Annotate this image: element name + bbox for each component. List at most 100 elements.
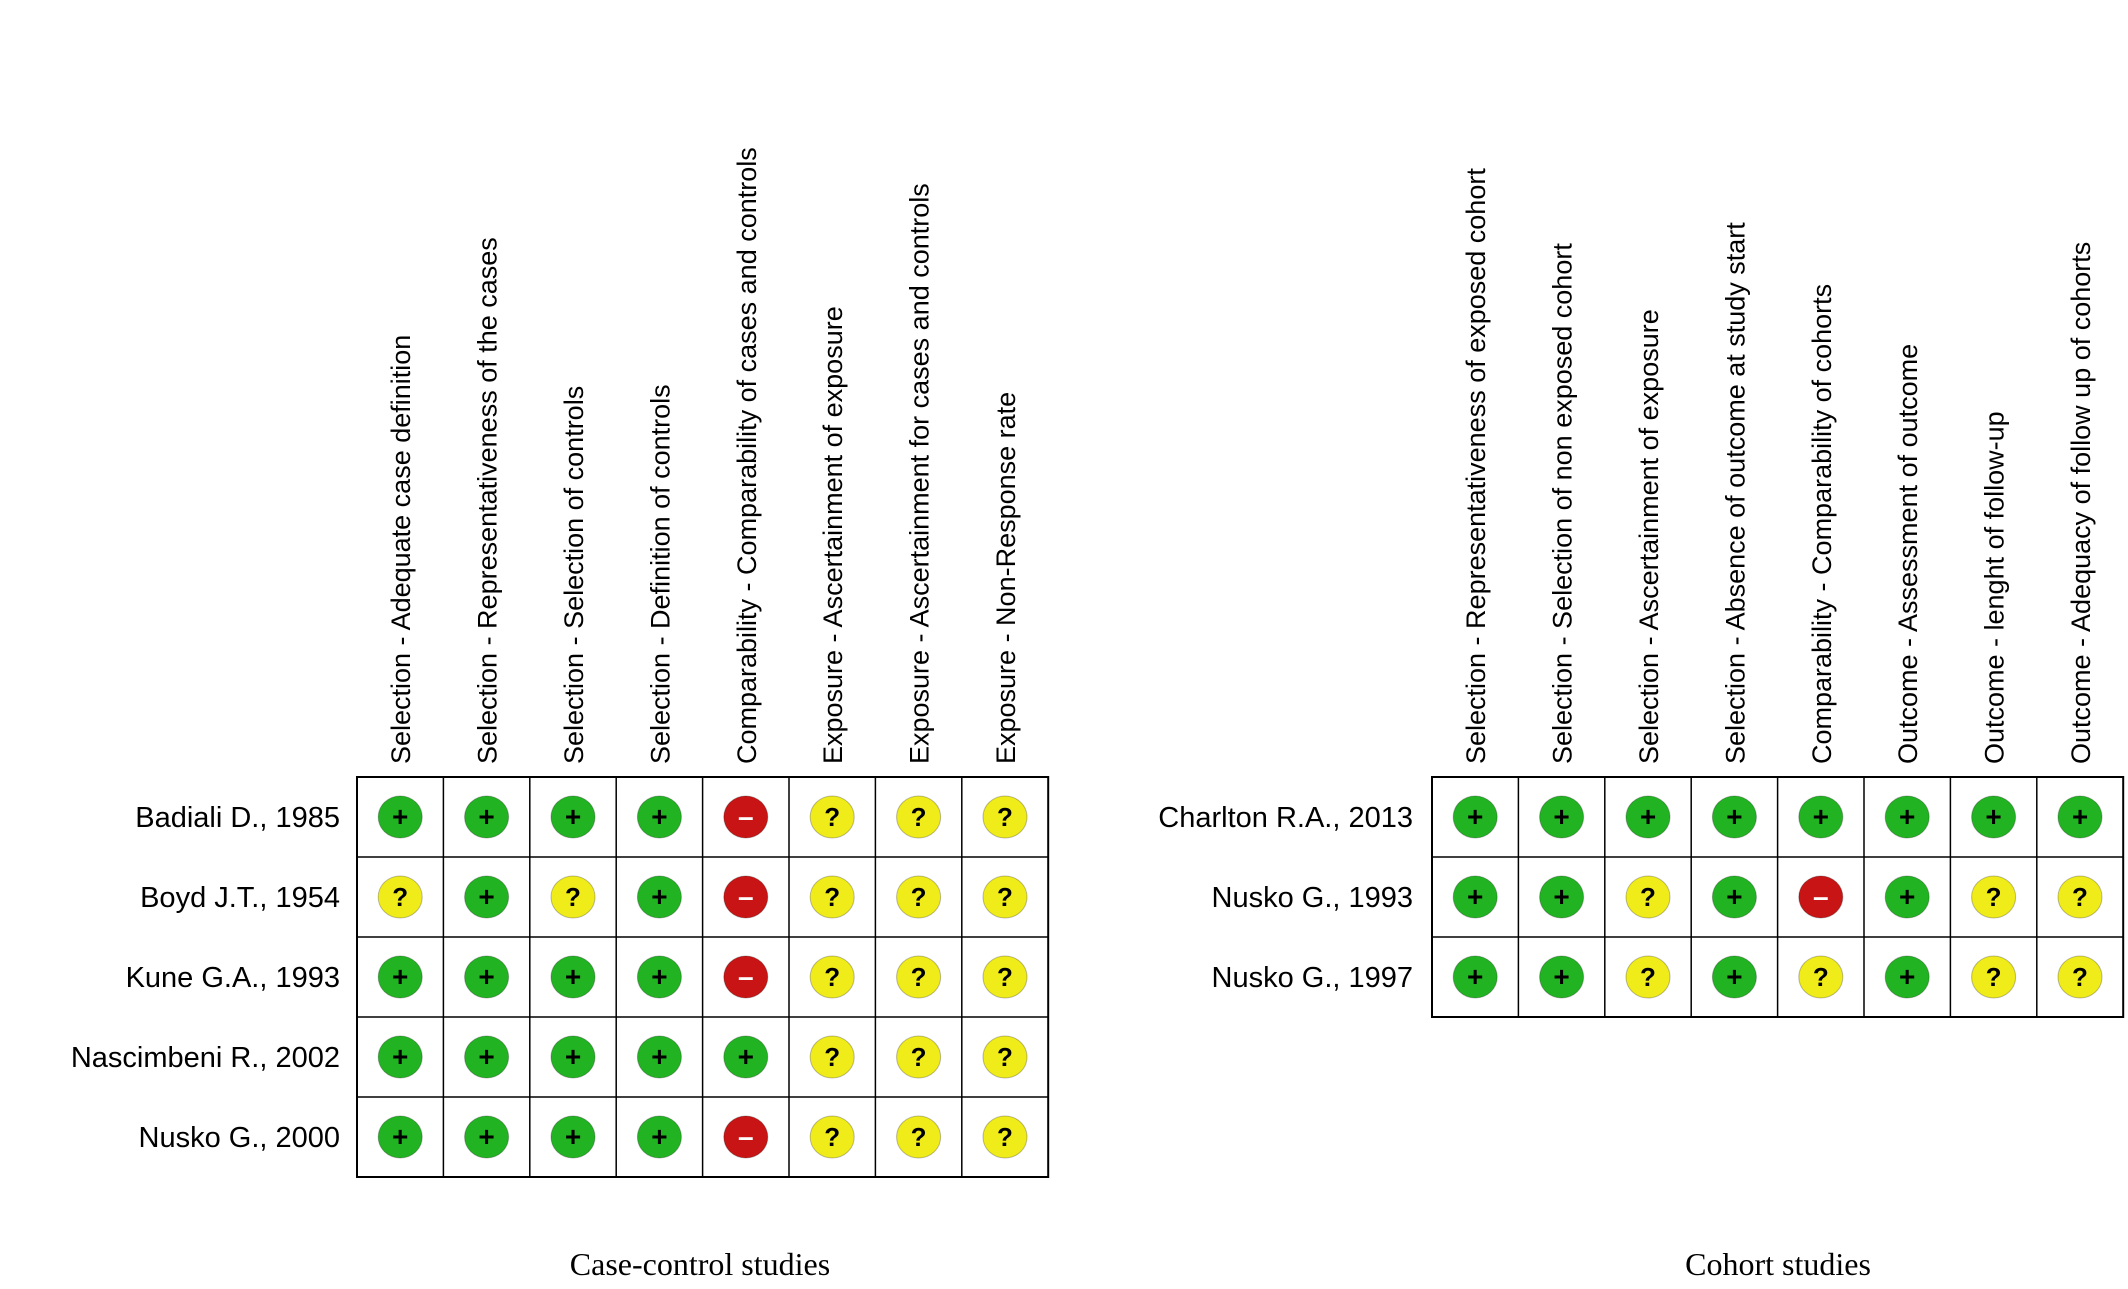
rating-low-icon: + xyxy=(1539,795,1585,839)
rating-low-icon: + xyxy=(464,955,510,999)
rating-unclear-icon: ? xyxy=(982,875,1028,919)
rating-glyph: + xyxy=(2072,801,2088,832)
rating-dot xyxy=(1884,955,1930,999)
rating-glyph: ? xyxy=(824,802,840,832)
rating-dot xyxy=(1711,795,1757,839)
rating-dot xyxy=(1539,955,1585,999)
rating-glyph: ? xyxy=(911,1042,927,1072)
rating-dot xyxy=(464,1035,510,1079)
rating-dot xyxy=(1884,795,1930,839)
rating-unclear-icon: ? xyxy=(1971,875,2017,919)
rating-glyph: ? xyxy=(997,1122,1013,1152)
study-label: Nascimbeni R., 2002 xyxy=(71,1042,340,1074)
rating-glyph: + xyxy=(392,1041,408,1072)
rating-unclear-icon: ? xyxy=(377,875,423,919)
rating-low-icon: + xyxy=(377,955,423,999)
rating-low-icon: + xyxy=(1884,875,1930,919)
rating-low-icon: + xyxy=(1452,875,1498,919)
rating-unclear-icon: ? xyxy=(2057,955,2103,999)
rating-glyph: + xyxy=(565,1041,581,1072)
rating-glyph: + xyxy=(651,801,667,832)
rating-dot xyxy=(982,875,1028,919)
rating-dot xyxy=(550,1115,596,1159)
rating-dot xyxy=(464,955,510,999)
rating-glyph: + xyxy=(1640,801,1656,832)
column-header: Selection - Selection of non exposed coh… xyxy=(1548,243,1578,764)
rating-low-icon: + xyxy=(377,1035,423,1079)
rating-glyph: ? xyxy=(911,802,927,832)
rating-high-icon: – xyxy=(723,955,769,999)
rating-high-icon: – xyxy=(723,795,769,839)
rating-low-icon: + xyxy=(550,1035,596,1079)
rating-dot xyxy=(1884,875,1930,919)
panel-caption: Case-control studies xyxy=(570,1246,830,1282)
rating-unclear-icon: ? xyxy=(1625,955,1671,999)
rating-dot xyxy=(982,1035,1028,1079)
rating-dot xyxy=(377,1035,423,1079)
rating-glyph: ? xyxy=(911,962,927,992)
rating-low-icon: + xyxy=(1971,795,2017,839)
rating-dot xyxy=(1711,875,1757,919)
rating-dot xyxy=(1971,955,2017,999)
rating-low-icon: + xyxy=(636,795,682,839)
rating-glyph: + xyxy=(1553,881,1569,912)
rating-dot xyxy=(636,955,682,999)
cohort-panel: Selection - Representativeness of expose… xyxy=(1158,168,2125,1282)
study-label: Badiali D., 1985 xyxy=(135,802,340,834)
rating-dot xyxy=(636,1035,682,1079)
rating-low-icon: + xyxy=(1452,795,1498,839)
rating-dot xyxy=(1798,795,1844,839)
rating-low-icon: + xyxy=(1711,795,1757,839)
rating-glyph: – xyxy=(738,881,754,912)
column-header: Selection - Definition of controls xyxy=(645,384,675,764)
rating-dot xyxy=(723,955,769,999)
rating-dot xyxy=(550,1035,596,1079)
rating-dot xyxy=(2057,795,2103,839)
rating-dot xyxy=(464,875,510,919)
rating-glyph: – xyxy=(738,1121,754,1152)
rating-glyph: + xyxy=(1899,961,1915,992)
rating-glyph: ? xyxy=(1640,962,1656,992)
rating-low-icon: + xyxy=(2057,795,2103,839)
rating-glyph: ? xyxy=(1986,882,2002,912)
rating-glyph: + xyxy=(478,801,494,832)
rating-low-icon: + xyxy=(723,1035,769,1079)
column-header: Selection - Absence of outcome at study … xyxy=(1720,222,1750,764)
column-header: Selection - Representativeness of the ca… xyxy=(473,237,503,764)
rating-dot xyxy=(377,1115,423,1159)
rating-glyph: + xyxy=(651,881,667,912)
rating-glyph: ? xyxy=(2072,882,2088,912)
rating-dot xyxy=(809,1115,855,1159)
rating-unclear-icon: ? xyxy=(982,955,1028,999)
rating-low-icon: + xyxy=(1884,955,1930,999)
rating-unclear-icon: ? xyxy=(896,1035,942,1079)
rating-dot xyxy=(2057,955,2103,999)
rating-low-icon: + xyxy=(464,1115,510,1159)
rating-glyph: + xyxy=(565,801,581,832)
rating-glyph: + xyxy=(478,961,494,992)
rating-dot xyxy=(1452,955,1498,999)
rating-low-icon: + xyxy=(1539,875,1585,919)
rating-low-icon: + xyxy=(1539,955,1585,999)
rating-glyph: ? xyxy=(997,802,1013,832)
rating-dot xyxy=(809,955,855,999)
rating-dot xyxy=(982,1115,1028,1159)
rating-low-icon: + xyxy=(550,795,596,839)
rating-glyph: + xyxy=(1553,801,1569,832)
rating-dot xyxy=(464,1115,510,1159)
rating-dot xyxy=(550,875,596,919)
rating-dot xyxy=(2057,875,2103,919)
rating-low-icon: + xyxy=(636,1115,682,1159)
rating-glyph: ? xyxy=(824,1122,840,1152)
column-header: Outcome - Assessment of outcome xyxy=(1893,344,1923,764)
rating-dot xyxy=(1798,875,1844,919)
rating-low-icon: + xyxy=(550,955,596,999)
rating-dot xyxy=(1625,875,1671,919)
rating-dot xyxy=(723,875,769,919)
rating-dot xyxy=(723,1035,769,1079)
rating-glyph: + xyxy=(651,961,667,992)
rating-dot xyxy=(1452,795,1498,839)
rating-unclear-icon: ? xyxy=(896,795,942,839)
rating-dot xyxy=(377,795,423,839)
